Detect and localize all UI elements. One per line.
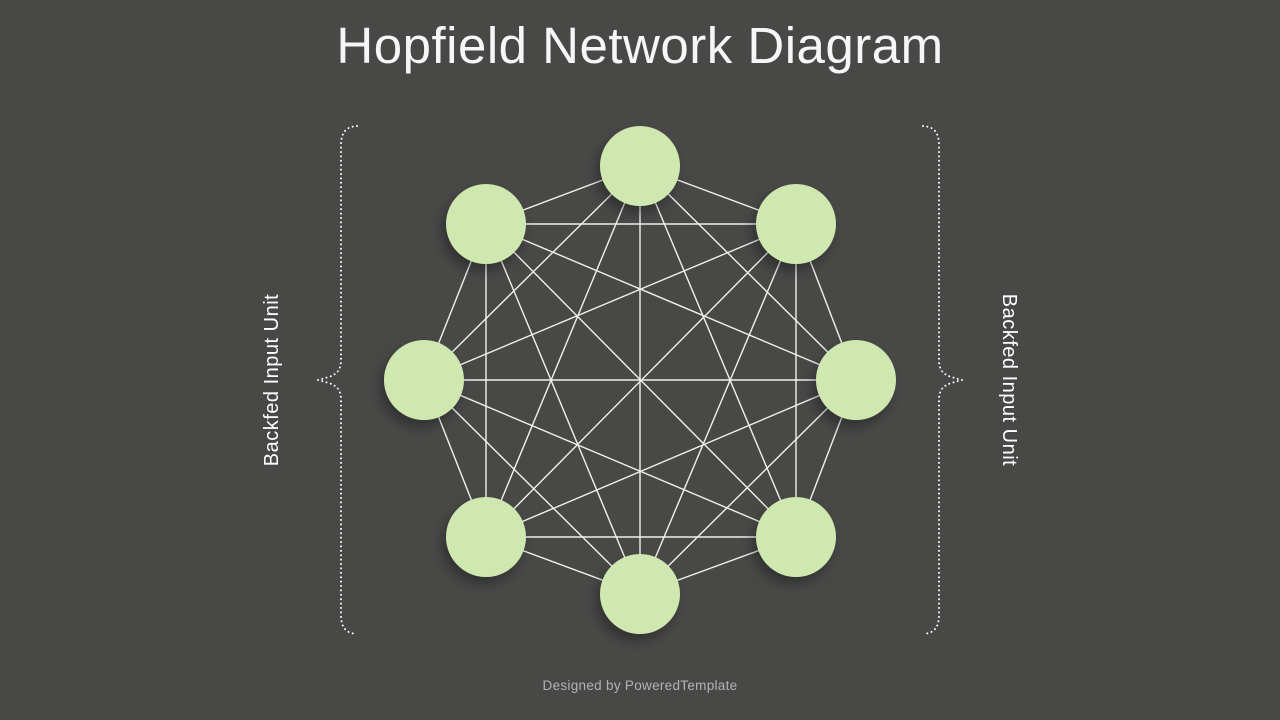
neuron-node-n-right	[816, 340, 896, 420]
connection-line	[485, 379, 857, 538]
connection-line	[485, 223, 857, 381]
connection-line	[423, 379, 641, 595]
credit-text: Designed by PoweredTemplate	[542, 678, 738, 693]
connection-line	[423, 165, 641, 381]
connection-line	[485, 223, 797, 538]
neuron-node-n-bottom-right	[756, 497, 836, 577]
right-dotted-brace	[922, 125, 966, 635]
connection-lines	[423, 165, 857, 595]
connection-line	[485, 223, 641, 595]
neuron-node-n-top	[600, 126, 680, 206]
neuron-node-n-top-right	[756, 184, 836, 264]
left-dotted-brace	[314, 125, 358, 635]
page-title: Hopfield Network Diagram	[336, 17, 944, 74]
neuron-node-n-bottom	[600, 554, 680, 634]
neuron-node-n-left	[384, 340, 464, 420]
connection-line	[485, 165, 641, 538]
neuron-nodes	[384, 126, 896, 634]
connection-line	[639, 223, 797, 595]
left-brace-label: Backfed Input Unit	[261, 293, 283, 467]
right-brace-label: Backfed Input Unit	[998, 293, 1020, 467]
connection-line	[639, 379, 857, 595]
connection-line	[639, 165, 797, 538]
neuron-node-n-bottom-left	[446, 497, 526, 577]
neuron-node-n-top-left	[446, 184, 526, 264]
